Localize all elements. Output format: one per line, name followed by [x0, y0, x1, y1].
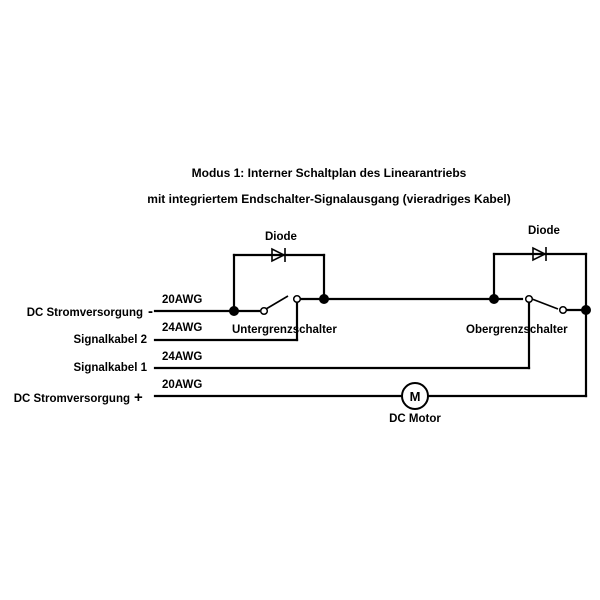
gauge-dc-minus: 20AWG	[162, 294, 202, 306]
label-signal1: Signalkabel 1	[73, 362, 147, 374]
gauge-dc-plus: 20AWG	[162, 379, 202, 391]
diode-right-icon	[532, 246, 547, 262]
label-dc-plus-sign: +	[134, 389, 143, 406]
junction-right-1	[489, 294, 499, 304]
motor-label: DC Motor	[389, 413, 441, 425]
gauge-signal1: 24AWG	[162, 351, 202, 363]
diode-left-label: Diode	[265, 231, 297, 243]
lower-switch-icon	[259, 294, 302, 316]
junction-left-2	[319, 294, 329, 304]
upper-switch-label: Obergrenzschalter	[466, 324, 568, 336]
diagram-title-line2: mit integriertem Endschalter-Signalausga…	[147, 192, 510, 206]
motor-symbol: M	[410, 389, 421, 404]
diode-left-icon	[271, 247, 286, 263]
label-dc-minus: DC Stromversorgung	[27, 307, 143, 319]
label-signal2: Signalkabel 2	[73, 334, 147, 346]
diode-right-label: Diode	[528, 225, 560, 237]
junction-left-1	[229, 306, 239, 316]
lower-switch-label: Untergrenzschalter	[232, 324, 337, 336]
gauge-signal2: 24AWG	[162, 322, 202, 334]
label-dc-minus-sign: -	[148, 303, 153, 320]
upper-switch-icon	[524, 294, 568, 315]
label-dc-plus: DC Stromversorgung	[14, 393, 130, 405]
diagram-title-line1: Modus 1: Interner Schaltplan des Lineara…	[192, 166, 467, 180]
junction-right-2	[581, 305, 591, 315]
motor-icon: M	[401, 382, 429, 410]
